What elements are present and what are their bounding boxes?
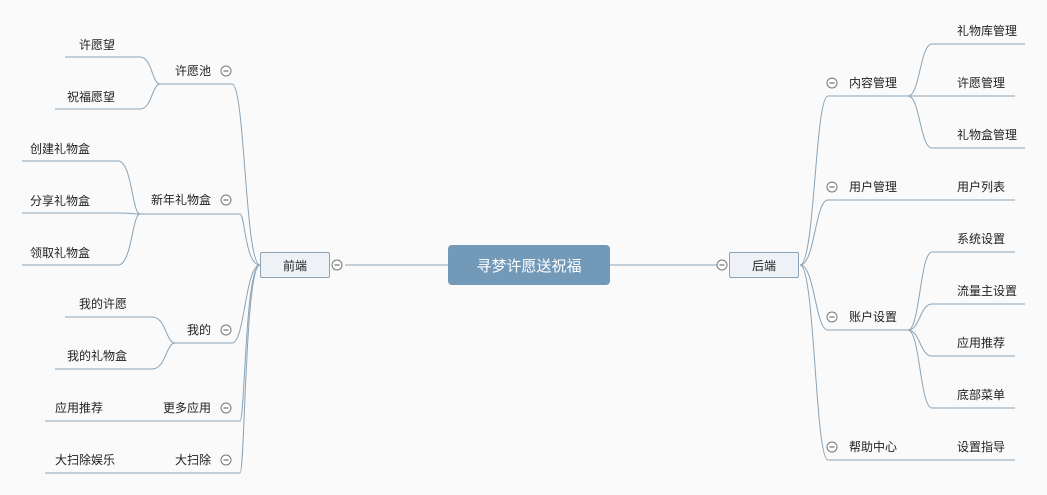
content-mgmt-node[interactable]: 内容管理	[849, 76, 898, 90]
collapse-user-mgmt-icon[interactable]	[826, 181, 838, 193]
user-mgmt-node[interactable]: 用户管理	[849, 180, 898, 194]
leaf-node[interactable]: 设置指导	[957, 440, 1006, 454]
leaf-node[interactable]: 许愿管理	[957, 76, 1006, 90]
backend-node[interactable]: 后端	[729, 252, 799, 278]
leaf-node[interactable]: 创建礼物盒	[30, 142, 91, 156]
collapse-mine-icon[interactable]	[220, 324, 232, 336]
leaf-node[interactable]: 礼物库管理	[957, 24, 1018, 38]
leaf-node[interactable]: 用户列表	[957, 180, 1006, 194]
new-year-gift-box-node[interactable]: 新年礼物盒	[150, 193, 211, 207]
leaf-node[interactable]: 我的许愿	[78, 297, 127, 311]
leaf-node[interactable]: 我的礼物盒	[66, 349, 127, 363]
leaf-node[interactable]: 礼物盒管理	[957, 128, 1018, 142]
leaf-node[interactable]: 分享礼物盒	[30, 194, 91, 208]
frontend-node[interactable]: 前端	[260, 252, 330, 278]
collapse-big-sweep-icon[interactable]	[220, 454, 232, 466]
mine-node[interactable]: 我的	[186, 323, 211, 337]
collapse-more-apps-icon[interactable]	[220, 402, 232, 414]
collapse-content-mgmt-icon[interactable]	[826, 77, 838, 89]
more-apps-node[interactable]: 更多应用	[162, 401, 211, 415]
collapse-backend-icon[interactable]	[716, 259, 728, 271]
leaf-node[interactable]: 底部菜单	[957, 388, 1006, 402]
leaf-node[interactable]: 流量主设置	[957, 284, 1018, 298]
help-center-node[interactable]: 帮助中心	[849, 440, 898, 454]
leaf-node[interactable]: 应用推荐	[957, 336, 1006, 350]
leaf-node[interactable]: 许愿望	[78, 38, 115, 52]
account-settings-node[interactable]: 账户设置	[849, 310, 898, 324]
leaf-node[interactable]: 领取礼物盒	[30, 246, 91, 260]
leaf-node[interactable]: 应用推荐	[55, 401, 104, 415]
collapse-account-settings-icon[interactable]	[826, 311, 838, 323]
collapse-wish-pool-icon[interactable]	[220, 65, 232, 77]
big-sweep-node[interactable]: 大扫除	[174, 453, 211, 467]
collapse-help-center-icon[interactable]	[826, 441, 838, 453]
leaf-node[interactable]: 祝福愿望	[66, 90, 115, 104]
root-node[interactable]: 寻梦许愿送祝福	[448, 245, 610, 285]
collapse-frontend-icon[interactable]	[331, 259, 343, 271]
leaf-node[interactable]: 大扫除娱乐	[55, 453, 116, 467]
leaf-node[interactable]: 系统设置	[957, 232, 1006, 246]
wish-pool-node[interactable]: 许愿池	[174, 64, 211, 78]
collapse-gift-box-icon[interactable]	[220, 194, 232, 206]
